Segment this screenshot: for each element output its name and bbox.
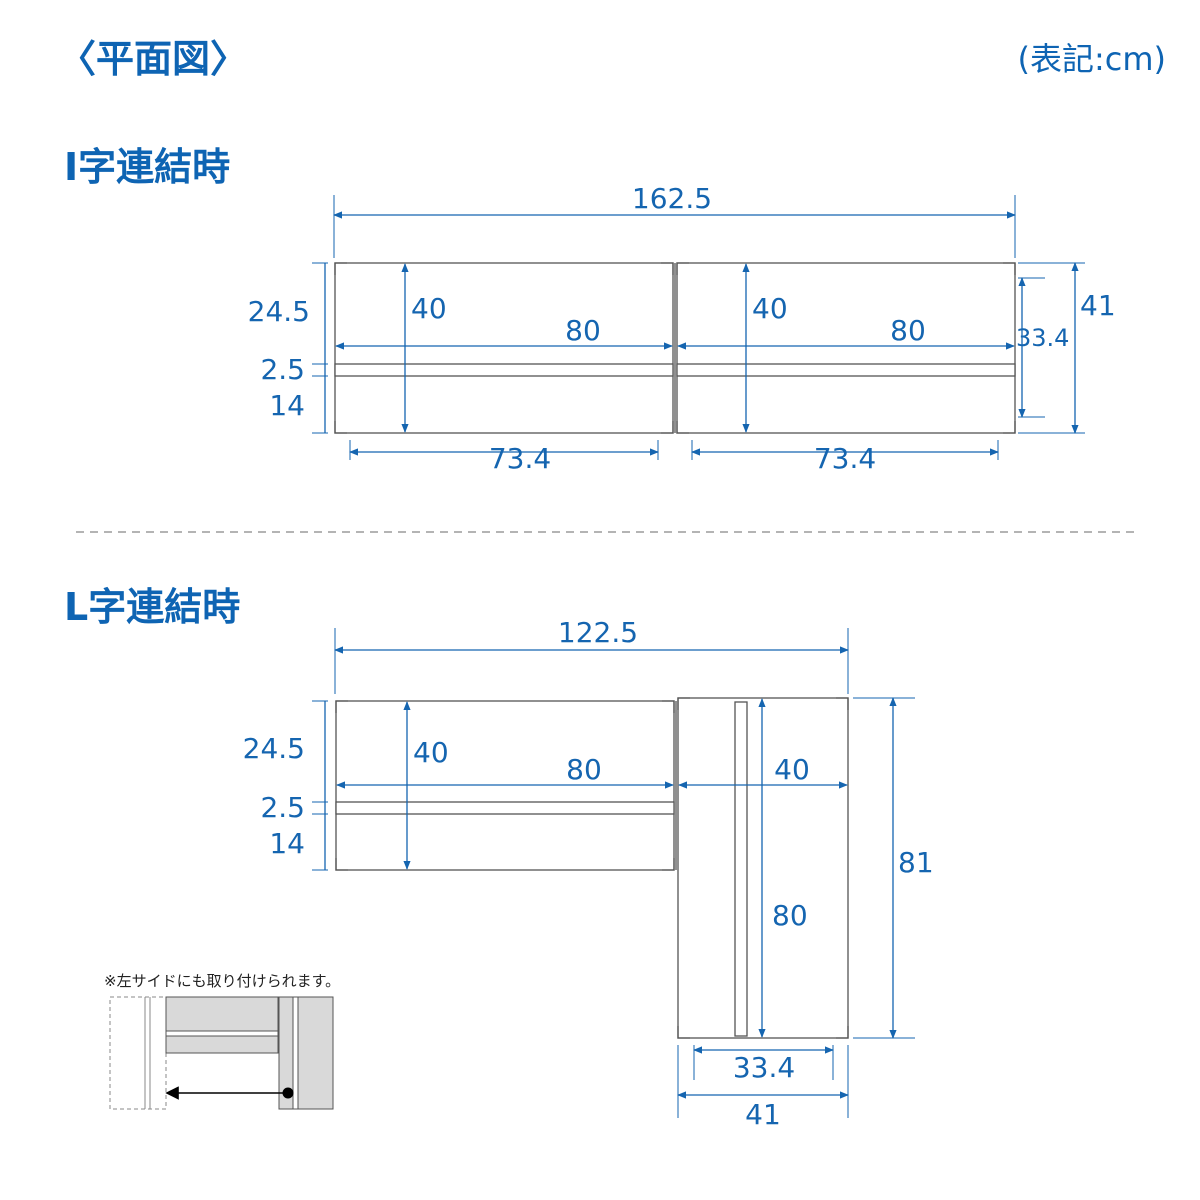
unit-note: (表記:cm) [1017,40,1166,78]
l-vertical-length-label: 80 [772,899,808,932]
i-corner-brackets [334,262,1016,434]
section-l-title: L字連結時 [64,585,241,629]
i-dimension-lines [324,211,1079,456]
l-horizontal-width-label: 80 [566,753,602,786]
l-depth-upper-label: 24.5 [243,732,305,765]
i-gap-label: 2.5 [260,353,305,386]
l-dimension-lines [324,646,897,1099]
inset-arrow-origin-dot [282,1087,294,1099]
i-right-depth-label: 40 [752,292,788,325]
i-left-depth-label: 40 [411,292,447,325]
i-total-width-label: 162.5 [632,182,712,215]
i-inner-depth-label: 33.4 [1016,324,1069,352]
page-title: 〈平面図〉 [58,37,249,81]
inset-horizontal-unit [165,996,279,1054]
l-corner-brackets [335,697,849,1039]
i-depth-lower-label: 14 [269,389,305,422]
section-i-title: I字連結時 [64,145,231,189]
i-right-width-label: 80 [890,314,926,347]
i-left-unit [334,262,674,434]
i-right-unit [676,262,1016,434]
i-units [334,262,1016,434]
i-shape-plan: 162.5 24.5 2.5 14 40 80 73.4 40 80 73.4 … [248,182,1116,475]
l-vertical-shelf-bar [734,701,748,1037]
i-left-inner-label: 73.4 [489,442,551,475]
i-left-width-label: 80 [565,314,601,347]
l-vertical-width-label: 40 [774,753,810,786]
l-vertical-unit [677,697,849,1039]
inset-horizontal-bar [165,1030,279,1037]
l-horizontal-depth-label: 40 [413,736,449,769]
i-right-inner-label: 73.4 [814,442,876,475]
inset-vertical-bar [292,996,299,1110]
i-outer-depth-label: 41 [1080,289,1116,322]
l-gap-label: 2.5 [260,791,305,824]
i-depth-upper-label: 24.5 [248,295,310,328]
left-side-inset: ※左サイドにも取り付けられます。 [104,972,340,1110]
l-total-width-label: 122.5 [558,616,638,649]
i-right-shelf-bar [676,363,1016,377]
l-shelf-bar [335,801,675,815]
l-total-height-label: 81 [898,846,934,879]
l-depth-lower-label: 14 [269,827,305,860]
l-outer-width-label: 41 [745,1098,781,1131]
l-inner-width-label: 33.4 [733,1051,795,1084]
inset-note: ※左サイドにも取り付けられます。 [104,972,340,990]
inset-ghost-unit [109,996,167,1110]
i-left-shelf-bar [334,363,674,377]
i-extension-lines [312,195,1085,460]
l-shape-plan: 122.5 24.5 2.5 14 40 80 40 80 81 33.4 41 [243,616,934,1131]
